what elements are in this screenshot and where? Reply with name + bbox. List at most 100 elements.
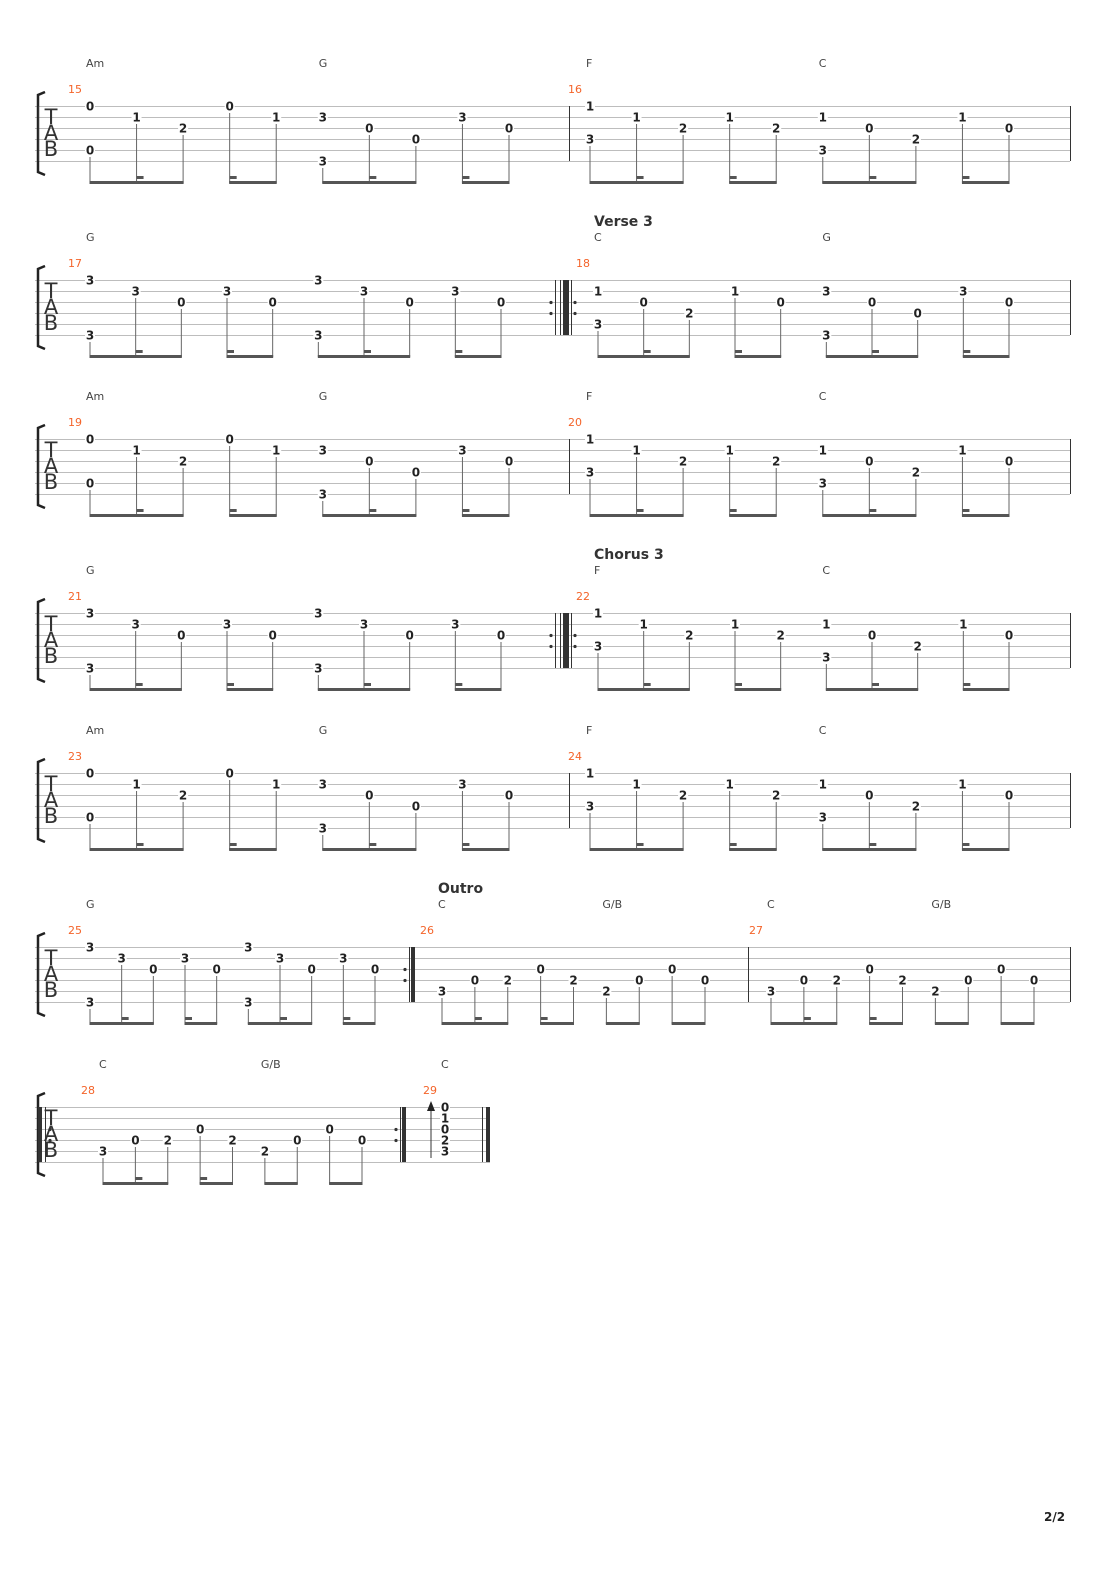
beam (322, 181, 417, 184)
fret-number: 0 (307, 963, 315, 977)
beam (89, 1022, 154, 1025)
note-stem (180, 309, 182, 357)
note-stem (871, 642, 873, 690)
sixteenth-flag (227, 350, 234, 353)
beam (822, 848, 917, 851)
fret-number: 2 (164, 1134, 172, 1148)
staff-line (35, 106, 1070, 107)
staff-line (35, 483, 1070, 484)
note-stem (822, 157, 824, 183)
staff-line (35, 291, 1070, 292)
note-stem (775, 468, 777, 516)
note-stem (589, 146, 591, 183)
staff-line (35, 795, 1070, 796)
beam (89, 688, 182, 691)
note-stem (967, 987, 969, 1024)
barline (569, 439, 570, 494)
system-start-line (38, 280, 39, 335)
fret-bg (593, 286, 603, 296)
note-stem (915, 479, 917, 516)
repeat-dot (403, 978, 407, 983)
note-stem (770, 998, 772, 1024)
fret-number: 3 (244, 941, 252, 955)
barline (1070, 280, 1071, 335)
note-stem (329, 1136, 331, 1184)
staff-line (35, 817, 1070, 818)
fret-number: 1 (132, 111, 140, 125)
fret-number: 0 (441, 1123, 449, 1137)
sixteenth-flag (462, 843, 470, 846)
fret-number: 0 (913, 307, 921, 321)
fret-bg (1029, 975, 1039, 985)
fret-bg (667, 964, 678, 974)
beam (729, 848, 777, 851)
note-stem (317, 342, 319, 357)
fret-number: 1 (959, 618, 967, 632)
fret-number: 3 (819, 144, 827, 158)
fret-bg (817, 779, 828, 789)
barline (1070, 947, 1071, 1002)
fret-bg (634, 975, 645, 985)
fret-bg (410, 801, 421, 811)
measure-number: 28 (81, 1084, 95, 1097)
fret-bg (224, 768, 235, 778)
fret-number: 3 (822, 329, 830, 343)
beam (962, 355, 1010, 358)
beam (589, 514, 684, 517)
tab-clef-letter: B (44, 804, 58, 828)
note-stem (682, 802, 684, 850)
beam (247, 1022, 313, 1025)
fret-number: 0 (1005, 122, 1013, 136)
fret-bg (1004, 630, 1014, 640)
fret-number: 0 (177, 629, 185, 643)
note-stem (454, 298, 456, 357)
fret-bg (370, 964, 380, 974)
note-stem (825, 664, 827, 690)
fret-bg (98, 1146, 108, 1156)
staff-line (35, 335, 1070, 336)
fret-number: 0 (365, 122, 373, 136)
fret-bg (724, 445, 735, 455)
chord-name: C (819, 390, 827, 403)
note-stem (682, 135, 684, 183)
fret-number: 0 (86, 767, 94, 781)
fret-number: 3 (99, 1145, 107, 1159)
fret-number: 3 (86, 329, 94, 343)
fret-bg (116, 953, 127, 963)
fret-number: 3 (360, 618, 368, 632)
fret-bg (678, 790, 689, 800)
chord-name: F (586, 57, 592, 70)
fret-bg (364, 456, 375, 466)
fret-bg (85, 663, 95, 673)
fret-bg (771, 790, 782, 800)
fret-number: 0 (1005, 629, 1013, 643)
beam (322, 848, 417, 851)
fret-number: 3 (586, 133, 594, 147)
staff-line (35, 324, 1070, 325)
note-stem (279, 965, 281, 1024)
fret-number: 3 (314, 662, 322, 676)
barline (569, 106, 570, 161)
note-stem (605, 998, 607, 1024)
repeat-dot (549, 311, 553, 316)
fret-bg (910, 134, 921, 144)
fret-bg (585, 768, 595, 778)
fret-number: 0 (964, 974, 972, 988)
fret-number: 3 (339, 952, 347, 966)
beam (102, 1182, 169, 1185)
note-stem (182, 135, 184, 183)
staff-line (35, 461, 1070, 462)
note-stem (961, 791, 963, 850)
fret-number: 3 (86, 607, 94, 621)
note-stem (89, 157, 91, 183)
fret-number: 3 (458, 111, 466, 125)
note-stem (671, 976, 673, 1024)
note-stem (1008, 135, 1010, 183)
fret-number: 0 (325, 1123, 333, 1137)
tab-clef-letter: B (44, 311, 58, 335)
note-stem (152, 976, 154, 1024)
note-stem (247, 1009, 249, 1024)
barline (482, 1107, 483, 1162)
staff-line (35, 969, 1070, 970)
fret-number: 0 (800, 974, 808, 988)
